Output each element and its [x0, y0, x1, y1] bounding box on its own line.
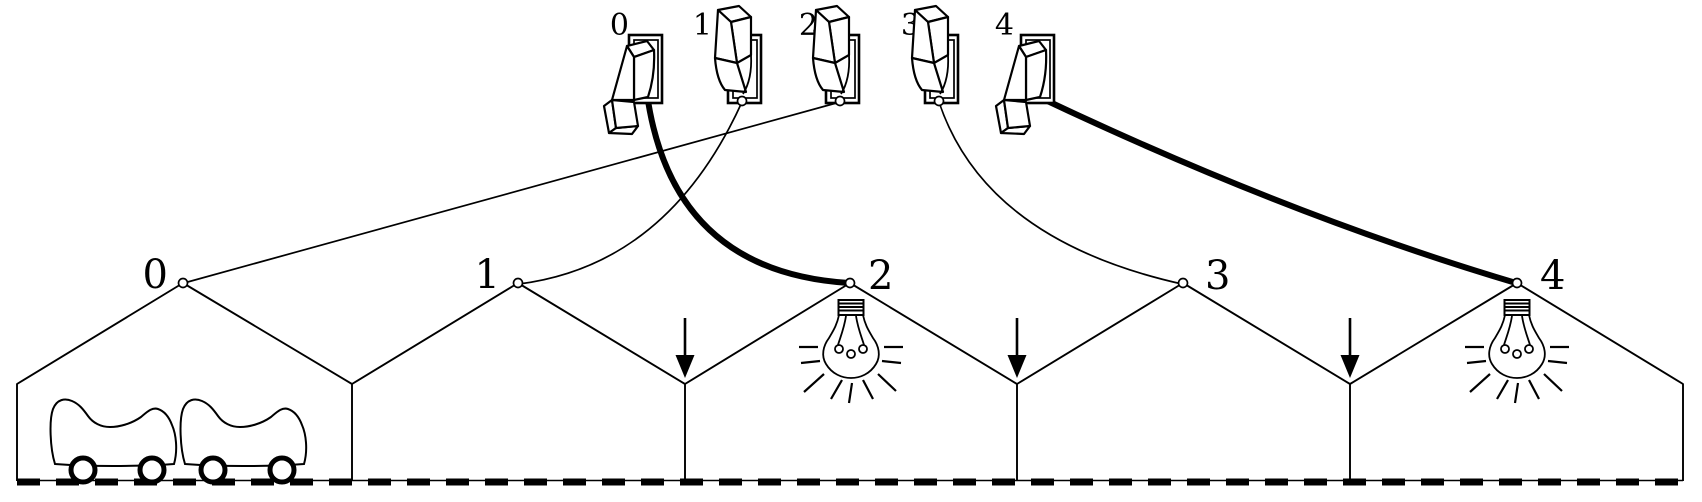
switch-3: 3	[901, 4, 960, 107]
node-3-label: 3	[1205, 253, 1230, 299]
wire-switch2-to-node0	[183, 101, 841, 284]
switch-4-label: 4	[995, 8, 1014, 43]
switch-lever-down-icon	[994, 39, 1048, 136]
switch-2-label: 2	[799, 8, 818, 43]
node-0-dot	[177, 277, 189, 289]
down-arrow-icon-wall-1-2	[674, 316, 696, 380]
light-bulb-lit-icon-node4	[1463, 298, 1571, 405]
switch-2: 2	[799, 4, 861, 107]
node-2-dot	[844, 277, 856, 289]
switch-4: 4	[994, 8, 1056, 136]
node-3: 3	[1177, 253, 1230, 299]
node-2-label: 2	[868, 253, 893, 299]
wire-terminal-dot	[933, 95, 945, 107]
node-0-label: 0	[143, 252, 168, 298]
car-icon-1	[51, 400, 177, 482]
wire-terminal-dot	[736, 95, 748, 107]
node-2: 2	[844, 253, 893, 299]
light-bulb-lit-icon-node2	[797, 298, 905, 405]
node-1: 1	[475, 252, 524, 298]
wire-switch4-to-node4	[1036, 94, 1519, 286]
node-0: 0	[143, 252, 189, 298]
switch-lever-down-icon	[602, 39, 656, 136]
down-arrow-icon-wall-2-3	[1006, 316, 1028, 380]
switch-1: 1	[693, 4, 763, 107]
switch-0-label: 0	[610, 8, 629, 43]
wire-terminal-dot	[834, 95, 846, 107]
down-arrow-icon-wall-3-4	[1339, 316, 1361, 380]
wire-switch0-to-node2	[644, 91, 852, 286]
node-1-dot	[512, 277, 524, 289]
switch-1-label: 1	[693, 8, 712, 43]
wire-switch1-to-node1	[518, 101, 743, 285]
node-4-label: 4	[1540, 253, 1565, 299]
switch-0: 0	[602, 8, 664, 136]
node-4-dot	[1511, 277, 1523, 289]
wire-switch3-to-node3	[938, 101, 1183, 285]
node-4: 4	[1511, 253, 1565, 299]
car-icon-2	[181, 400, 307, 482]
node-1-label: 1	[475, 252, 500, 298]
node-3-dot	[1177, 277, 1189, 289]
